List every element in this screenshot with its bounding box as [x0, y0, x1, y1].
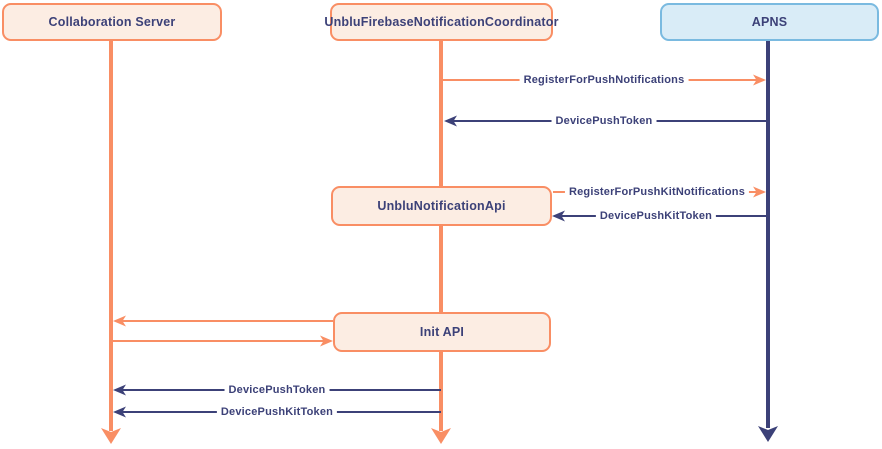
message-label-register-for-push-notifications: RegisterForPushNotifications [519, 74, 689, 86]
actor-apns: APNS [660, 3, 879, 41]
message-label-device-pushkit-token: DevicePushKitToken [595, 210, 717, 222]
actor-label: APNS [751, 15, 788, 29]
message-label-device-push-token: DevicePushToken [551, 115, 657, 127]
lifeline-end-arrow-icon [101, 428, 121, 444]
arrowhead-right-icon [753, 74, 766, 86]
arrowhead-right-icon [753, 186, 766, 198]
actor-label: UnbluFirebaseNotificationCoordinator [324, 15, 559, 29]
activation-label: Init API [419, 325, 465, 339]
arrowhead-left-icon [552, 210, 565, 222]
actor-collaboration-server: Collaboration Server [2, 3, 222, 41]
lifeline-end-arrow-icon [758, 426, 778, 442]
activation-label: UnbluNotificationApi [377, 199, 506, 213]
arrowhead-left-icon [113, 384, 126, 396]
lifeline-end-arrow-icon [431, 428, 451, 444]
actor-unblu-firebase-notification-coordinator: UnbluFirebaseNotificationCoordinator [324, 3, 558, 41]
actor-label: Collaboration Server [48, 15, 176, 29]
message-label-register-for-pushkit-notifications: RegisterForPushKitNotifications [564, 186, 750, 198]
activation-init-api: Init API [333, 312, 551, 352]
arrowhead-left-icon [113, 315, 126, 327]
arrowhead-right-icon [320, 335, 333, 347]
arrowhead-left-icon [113, 406, 126, 418]
arrowhead-left-icon [444, 115, 457, 127]
message-label-device-pushkit-token-to-server: DevicePushKitToken [216, 406, 338, 418]
message-label-device-push-token-to-server: DevicePushToken [224, 384, 330, 396]
activation-unblu-notification-api: UnbluNotificationApi [331, 186, 552, 226]
